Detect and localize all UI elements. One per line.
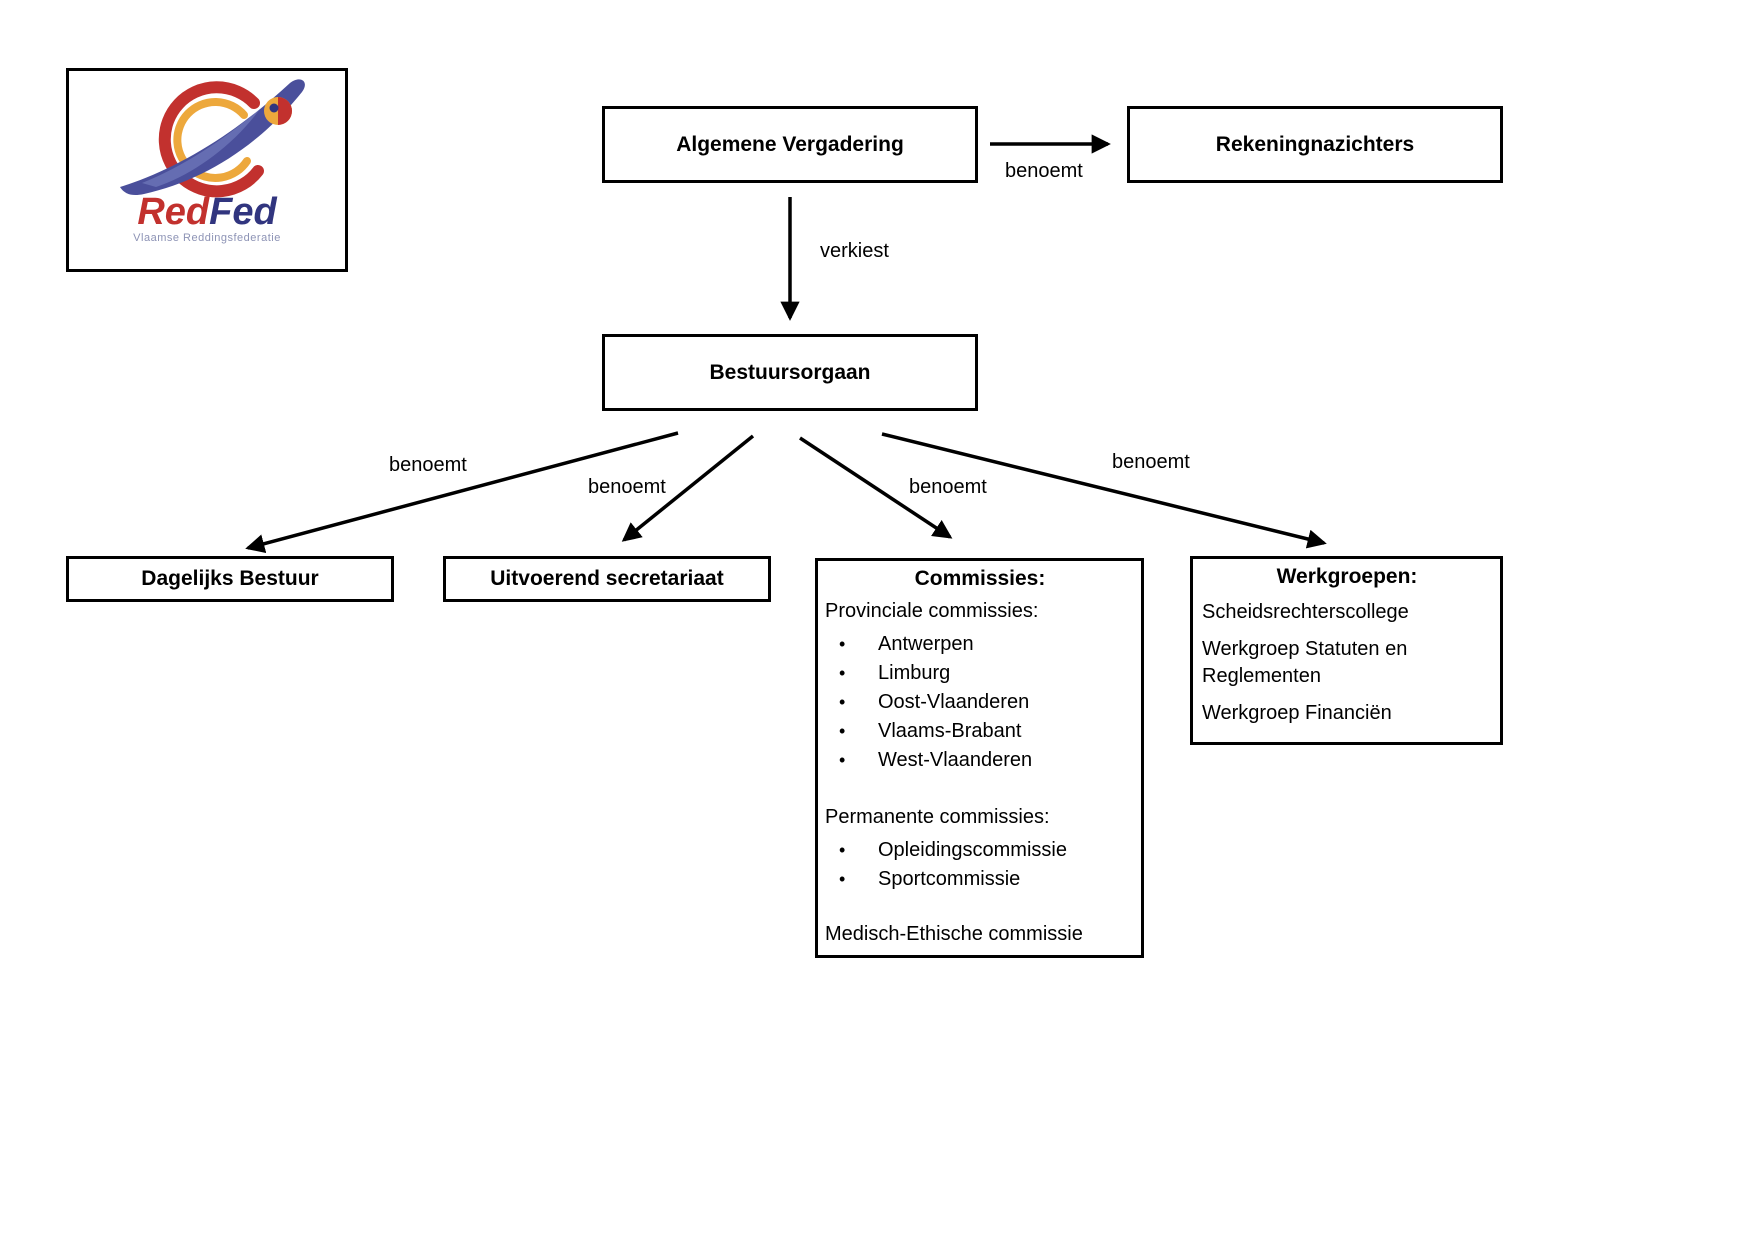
node-commissies: Commissies: Provinciale commissies: Antw…: [815, 558, 1144, 958]
list-item: Sportcommissie: [825, 865, 1135, 894]
edge-label-benoemt-dagelijks: benoemt: [389, 454, 467, 476]
list-item-label: West-Vlaanderen: [878, 749, 1033, 771]
list-item: Werkgroep Financiën: [1202, 702, 1392, 724]
node-werkgroepen: Werkgroepen: Scheidsrechterscollege Werk…: [1190, 556, 1503, 745]
commissies-title: Commissies:: [914, 567, 1046, 590]
werkgroepen-title: Werkgroepen:: [1276, 565, 1418, 588]
list-item-label: Vlaams-Brabant: [878, 720, 1022, 742]
list-item: Vlaams-Brabant: [825, 717, 1135, 746]
list-item: Scheidsrechterscollege: [1202, 601, 1409, 623]
commissies-provinciale-header: Provinciale commissies:: [825, 600, 1039, 622]
edge-label-benoemt-werkgroepen: benoemt: [1112, 451, 1190, 473]
edge-label-verkiest: verkiest: [820, 240, 889, 262]
node-label: Uitvoerend secretariaat: [490, 567, 724, 590]
node-bestuursorgaan: Bestuursorgaan: [602, 334, 978, 411]
bullet-icon: [825, 836, 878, 865]
list-item: Antwerpen: [825, 630, 1135, 659]
redfed-swoosh-icon: [120, 79, 305, 198]
logo-subtitle: Vlaamse Reddingsfederatie: [133, 232, 281, 244]
list-item-label: Opleidingscommissie: [878, 839, 1067, 861]
edge-label-benoemt-uitvoerend: benoemt: [588, 476, 666, 498]
node-algemene-vergadering: Algemene Vergadering: [602, 106, 978, 183]
node-label: Bestuursorgaan: [709, 360, 871, 384]
node-label: Dagelijks Bestuur: [141, 567, 319, 590]
list-item-label: Limburg: [878, 662, 951, 684]
redfed-logo: RedFed Vlaamse Reddingsfederatie: [66, 68, 348, 272]
commissies-footer: Medisch-Ethische commissie: [825, 923, 1083, 945]
bullet-icon: [825, 688, 878, 717]
bullet-icon: [825, 659, 878, 688]
commissies-permanente-header: Permanente commissies:: [825, 806, 1050, 828]
node-uitvoerend-secretariaat: Uitvoerend secretariaat: [443, 556, 771, 602]
node-dagelijks-bestuur: Dagelijks Bestuur: [66, 556, 394, 602]
bullet-icon: [825, 746, 878, 775]
list-item-label: Oost-Vlaanderen: [878, 691, 1030, 713]
node-label: Algemene Vergadering: [676, 132, 904, 156]
node-label: Rekeningnazichters: [1215, 132, 1415, 156]
edge-label-benoemt-rekeningnazichters: benoemt: [1005, 160, 1083, 182]
logo-brand-blue: Fed: [209, 191, 277, 233]
list-item: Oost-Vlaanderen: [825, 688, 1135, 717]
logo-brand-text: RedFed: [137, 193, 276, 231]
edge-label-benoemt-commissies: benoemt: [909, 476, 987, 498]
list-item: Opleidingscommissie: [825, 836, 1135, 865]
list-item-label: Sportcommissie: [878, 868, 1021, 890]
logo-brand-red: Red: [137, 191, 210, 233]
list-item: West-Vlaanderen: [825, 746, 1135, 775]
bullet-icon: [825, 630, 878, 659]
list-item-label: Antwerpen: [878, 633, 974, 655]
node-rekeningnazichters: Rekeningnazichters: [1127, 106, 1503, 183]
list-item: Limburg: [825, 659, 1135, 688]
list-item: Werkgroep Statuten en Reglementen: [1202, 638, 1408, 687]
bullet-icon: [825, 717, 878, 746]
bullet-icon: [825, 865, 878, 894]
